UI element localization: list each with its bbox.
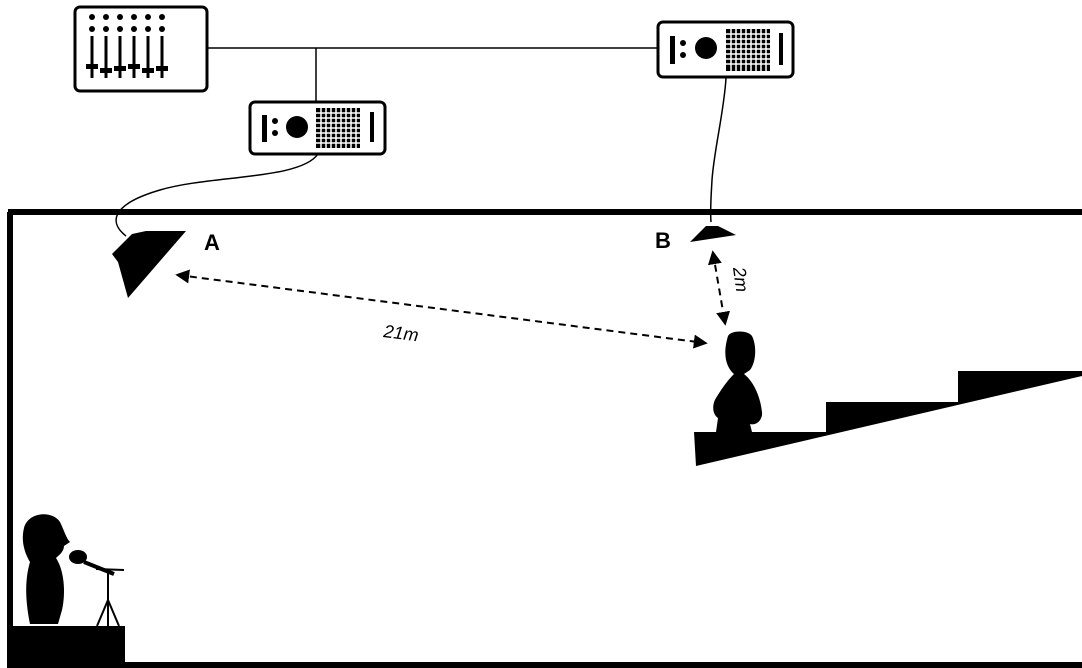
signal-cables (115, 47, 727, 237)
microphone-stand-icon (69, 550, 125, 627)
amplifier-a-icon (248, 100, 387, 156)
distance-label-a: 21m (382, 321, 420, 345)
speaker-b-label: B (655, 228, 671, 253)
amp-b-to-speaker-b-cable (709, 77, 727, 223)
performer-icon (22, 514, 70, 624)
distance-label-b: 2m (729, 265, 752, 294)
amplifier-b-icon (656, 20, 795, 79)
distance-arrows (175, 250, 731, 349)
distance-arrow-b (707, 250, 731, 326)
seating-rake (694, 371, 1082, 466)
speaker-a-label: A (204, 230, 220, 255)
speaker-a-icon (112, 231, 186, 298)
mixing-console-icon (73, 5, 209, 93)
speaker-b-icon (690, 226, 736, 242)
seated-listener-icon (713, 331, 763, 432)
distance-arrow-a (175, 269, 708, 349)
venue-room (7, 209, 1082, 668)
amp-a-to-speaker-a-cable (115, 153, 319, 237)
stage-platform (12, 626, 125, 668)
